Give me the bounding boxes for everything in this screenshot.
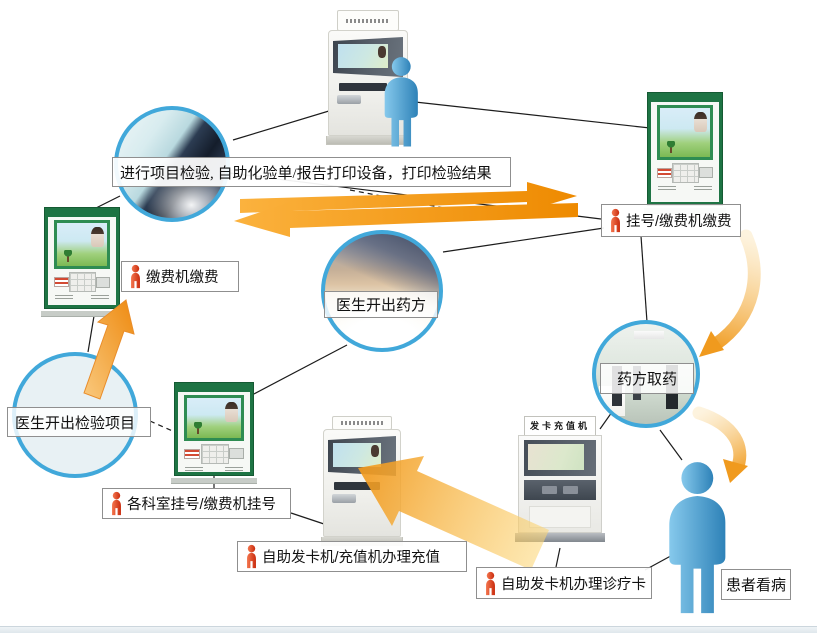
card-slot xyxy=(95,276,110,288)
kiosk-tray xyxy=(337,95,361,104)
keypad xyxy=(672,162,699,183)
kiosk-screen xyxy=(54,220,110,270)
label-pharmacy-pickup: 药方取药 xyxy=(600,363,694,394)
label-doctor-prescribe: 医生开出药方 xyxy=(324,291,438,318)
kiosk-screen xyxy=(528,444,584,470)
kiosk-cabinet xyxy=(529,506,591,528)
kiosk-screen-bezel xyxy=(524,440,596,476)
kiosk-dept-register xyxy=(171,383,257,483)
kiosk-screen xyxy=(333,443,381,467)
kiosk-screen xyxy=(338,44,388,68)
label-doctor-order-test: 医生开出检验项目 xyxy=(7,407,151,437)
arrow-curve-top xyxy=(709,229,761,351)
keypad xyxy=(200,443,229,464)
label-text: 医生开出药方 xyxy=(335,298,426,314)
label-text: 自助发卡机/充值机办理充值 xyxy=(262,550,441,566)
label-text: 医生开出检验项目 xyxy=(15,415,136,432)
kiosk-printer-slot xyxy=(334,482,380,490)
receipt-slot xyxy=(54,277,70,288)
arrow-curve-top-head xyxy=(699,331,724,357)
person-icon xyxy=(112,491,121,516)
arrow-curve-bottom-head xyxy=(723,459,748,483)
kiosk-card-issue: 发卡充值机 xyxy=(515,416,605,542)
kiosk-header xyxy=(651,96,719,102)
kiosk-self-service-top xyxy=(326,10,410,145)
kiosk-register-pay xyxy=(644,93,726,213)
kiosk-base xyxy=(41,311,123,316)
label-text: 缴费机缴费 xyxy=(146,270,219,286)
card-slot xyxy=(698,167,713,179)
bottom-strip xyxy=(0,626,817,633)
label-text: 挂号/缴费机缴费 xyxy=(626,214,732,230)
kiosk-sign-text: 发卡充值机 xyxy=(524,416,596,436)
label-card-issue: 自助发卡机办理诊疗卡 xyxy=(476,567,652,599)
receipt-slot xyxy=(657,167,673,178)
kiosk-base xyxy=(515,533,605,542)
person-icon xyxy=(611,208,620,233)
person-icon xyxy=(486,571,495,595)
kiosk-screen-bezel xyxy=(328,436,396,476)
label-lab-process: 进行项目检验, 自助化验单/报告打印设备，打印检验结果 xyxy=(112,157,511,187)
kiosk-sign-board xyxy=(332,416,392,430)
label-card-recharge: 自助发卡机/充值机办理充值 xyxy=(237,541,467,572)
kiosk-pay-left xyxy=(41,208,123,316)
card-slot xyxy=(229,448,244,460)
label-register-pay: 挂号/缴费机缴费 xyxy=(601,204,741,237)
kiosk-tray xyxy=(332,494,356,503)
card-reader-panel xyxy=(524,480,596,500)
label-text: 患者看病 xyxy=(726,578,787,594)
person-icon xyxy=(247,544,256,569)
receipt-slot xyxy=(184,448,200,459)
label-dept-register: 各科室挂号/缴费机挂号 xyxy=(102,488,291,519)
label-text: 各科室挂号/缴费机挂号 xyxy=(127,497,277,513)
label-pay-machine: 缴费机缴费 xyxy=(121,261,239,292)
label-text: 药方取药 xyxy=(616,372,677,388)
label-patient-visit: 患者看病 xyxy=(721,569,791,600)
kiosk-base xyxy=(326,136,410,145)
label-text: 自助发卡机办理诊疗卡 xyxy=(501,576,646,593)
arrow-left xyxy=(234,202,578,237)
label-text: 进行项目检验, 自助化验单/报告打印设备，打印检验结果 xyxy=(120,165,492,182)
kiosk-base xyxy=(171,478,257,483)
kiosk-screen xyxy=(657,105,713,160)
keypad xyxy=(69,272,96,293)
kiosk-recharge xyxy=(321,416,403,546)
kiosk-sign-board xyxy=(337,10,399,31)
person-icon xyxy=(131,264,140,289)
kiosk-screen xyxy=(184,395,244,441)
kiosk-printer-slot xyxy=(339,83,387,91)
arrow-curve-bottom xyxy=(692,406,747,473)
kiosk-screen-bezel xyxy=(333,37,403,77)
